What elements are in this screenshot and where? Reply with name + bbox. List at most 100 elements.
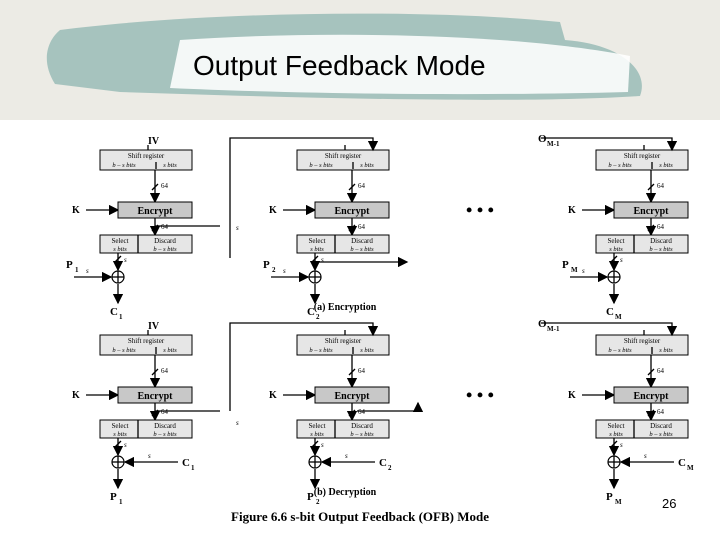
enc-stage-1-discard-bits: b – s bits bbox=[350, 246, 374, 253]
enc-stage-2-plaintext-label-sub: M bbox=[571, 266, 578, 274]
dec-stage-0-discard-bits: b – s bits bbox=[153, 431, 177, 438]
enc-stage-1-ciphertext-label-sub: 2 bbox=[316, 313, 320, 321]
enc-ellipsis: • • • bbox=[466, 200, 494, 220]
dec-stage-1-discard-bits: b – s bits bbox=[350, 431, 374, 438]
dec-stage-0-key-label: K bbox=[72, 390, 80, 401]
enc-stage-1-key-label: K bbox=[269, 205, 277, 216]
enc-stage-2-ciphertext-label-sub: M bbox=[615, 313, 622, 321]
dec-stage-1-plaintext-label: P bbox=[307, 491, 314, 503]
dec-stage-0-select-label: Select bbox=[111, 422, 128, 430]
enc-feedback-s: s bbox=[236, 224, 239, 232]
dec-stage-0-ciphertext-label: C bbox=[182, 457, 190, 469]
enc-stage-1-s-in: s bbox=[283, 267, 286, 275]
dec-stage-2-key-label: K bbox=[568, 390, 576, 401]
dec-stage-2-select-label: Select bbox=[607, 422, 624, 430]
dec-stage-0-shift-register bbox=[99, 334, 193, 356]
enc-stage-0-ciphertext-label-sub: 1 bbox=[119, 313, 123, 321]
enc-stage-2-shift-left-bits: b – s bits bbox=[608, 162, 632, 169]
enc-stage-2-ciphertext-label: C bbox=[606, 306, 614, 318]
dec-stage-1-tick-b bbox=[348, 409, 356, 417]
page-number: 26 bbox=[662, 496, 677, 511]
enc-stage-2-select-bits: s bits bbox=[609, 246, 623, 253]
dec-stage-2-shift-right-bits: s bits bbox=[659, 347, 673, 354]
dec-stage-2-ciphertext-label-sub: M bbox=[687, 464, 694, 472]
enc-stage-2-shift-register-label: Shift register bbox=[624, 152, 661, 160]
dec-stage-0-select-bits: s bits bbox=[113, 431, 127, 438]
enc-stage-2-select-label: Select bbox=[607, 237, 624, 245]
dec-stage-1-ciphertext-label: C bbox=[379, 457, 387, 469]
enc-stage-1-tick-s bbox=[311, 255, 319, 263]
enc-stage-0-select-label: Select bbox=[111, 237, 128, 245]
enc-stage-2-om1-label-sub: M-1 bbox=[547, 140, 560, 148]
enc-stage-2-shift-register bbox=[595, 149, 689, 171]
dec-stage-0-iv-label: IV bbox=[148, 321, 160, 332]
dec-stage-2-select-bits: s bits bbox=[609, 431, 623, 438]
enc-stage-0-ciphertext-label: C bbox=[110, 306, 118, 318]
enc-stage-0-tick-a bbox=[151, 183, 159, 191]
dec-stage-1-shift-register bbox=[296, 334, 390, 356]
dec-stage-1-ciphertext-label-sub: 2 bbox=[388, 464, 392, 472]
enc-stage-1-encrypt-label: Encrypt bbox=[335, 206, 371, 217]
enc-stage-0-discard-bits: b – s bits bbox=[153, 246, 177, 253]
dec-stage-1-shift-register-label: Shift register bbox=[325, 337, 362, 345]
dec-ellipsis: • • • bbox=[466, 385, 494, 405]
dec-stage-1-key-label: K bbox=[269, 390, 277, 401]
enc-stage-1-tick-b bbox=[348, 224, 356, 232]
dec-stage-1-bits64-b: 64 bbox=[358, 408, 366, 416]
encryption-caption: (a) Encryption bbox=[314, 302, 377, 313]
decryption-caption: (b) Decryption bbox=[314, 487, 377, 498]
enc-stage-2-bits64-a: 64 bbox=[657, 182, 665, 190]
enc-stage-0-discard-label: Discard bbox=[154, 237, 176, 245]
dec-stage-2-plaintext-label-sub: M bbox=[615, 498, 622, 506]
dec-stage-1-tick-s bbox=[311, 440, 319, 448]
dec-stage-2-plaintext-label: P bbox=[606, 491, 613, 503]
enc-stage-1-shift-register bbox=[296, 149, 390, 171]
dec-stage-2-select-discard bbox=[595, 419, 689, 439]
enc-stage-0-encrypt-label: Encrypt bbox=[138, 206, 174, 217]
dec-stage-2-s-in: s bbox=[644, 452, 647, 460]
enc-stage-1-s-label: s bbox=[321, 256, 324, 264]
enc-stage-2-discard-label: Discard bbox=[650, 237, 672, 245]
enc-stage-0-shift-right-bits: s bits bbox=[163, 162, 177, 169]
enc-stage-0-select-discard bbox=[99, 234, 193, 254]
enc-stage-0-s-label: s bbox=[124, 256, 127, 264]
enc-stage-1-tick-a bbox=[348, 183, 356, 191]
dec-stage-2-om1-label-sub: M-1 bbox=[547, 325, 560, 333]
enc-stage-2-tick-s bbox=[610, 255, 618, 263]
enc-stage-1-ciphertext-label: C bbox=[307, 306, 315, 318]
dec-stage-1-encrypt-label: Encrypt bbox=[335, 391, 371, 402]
enc-stage-1-select-bits: s bits bbox=[310, 246, 324, 253]
enc-stage-0-shift-left-bits: b – s bits bbox=[112, 162, 136, 169]
slide-header: Output Feedback Mode bbox=[0, 0, 720, 120]
dec-stage-2-shift-left-bits: b – s bits bbox=[608, 347, 632, 354]
enc-stage-0-tick-s bbox=[114, 255, 122, 263]
enc-stage-0-bits64-b: 64 bbox=[161, 223, 169, 231]
dec-stage-0-plaintext-label-sub: 1 bbox=[119, 498, 123, 506]
dec-stage-2-discard-label: Discard bbox=[650, 422, 672, 430]
enc-stage-2-select-discard bbox=[595, 234, 689, 254]
dec-stage-2-tick-a bbox=[647, 368, 655, 376]
dec-stage-0-s-label: s bbox=[124, 441, 127, 449]
enc-stage-1-bits64-b: 64 bbox=[358, 223, 366, 231]
dec-stage-0-discard-label: Discard bbox=[154, 422, 176, 430]
dec-stage2-out bbox=[357, 401, 424, 413]
enc-stage-2-encrypt-label: Encrypt bbox=[634, 206, 670, 217]
dec-stage-0-plaintext-label: P bbox=[110, 491, 117, 503]
dec-stage-2-bits64-b: 64 bbox=[657, 408, 665, 416]
enc-stage-2-s-in: s bbox=[582, 267, 585, 275]
dec-stage-2-bits64-a: 64 bbox=[657, 367, 665, 375]
dec-stage-2-discard-bits: b – s bits bbox=[649, 431, 673, 438]
enc-stage-1-select-discard bbox=[296, 234, 390, 254]
enc-stage-0-s-in: s bbox=[86, 267, 89, 275]
enc-stage-2-key-label: K bbox=[568, 205, 576, 216]
dec-stage-1-tick-a bbox=[348, 368, 356, 376]
dec-stage-0-shift-right-bits: s bits bbox=[163, 347, 177, 354]
enc-stage-0-plaintext-label: P bbox=[66, 259, 73, 271]
slide-title: Output Feedback Mode bbox=[193, 50, 486, 81]
enc-stage-2-om1-label: O bbox=[538, 133, 547, 145]
dec-stage-0-bits64-b: 64 bbox=[161, 408, 169, 416]
dec-stage-0-tick-s bbox=[114, 440, 122, 448]
dec-stage-0-shift-left-bits: b – s bits bbox=[112, 347, 136, 354]
dec-stage-1-plaintext-label-sub: 2 bbox=[316, 498, 320, 506]
dec-stage-0-s-in: s bbox=[148, 452, 151, 460]
